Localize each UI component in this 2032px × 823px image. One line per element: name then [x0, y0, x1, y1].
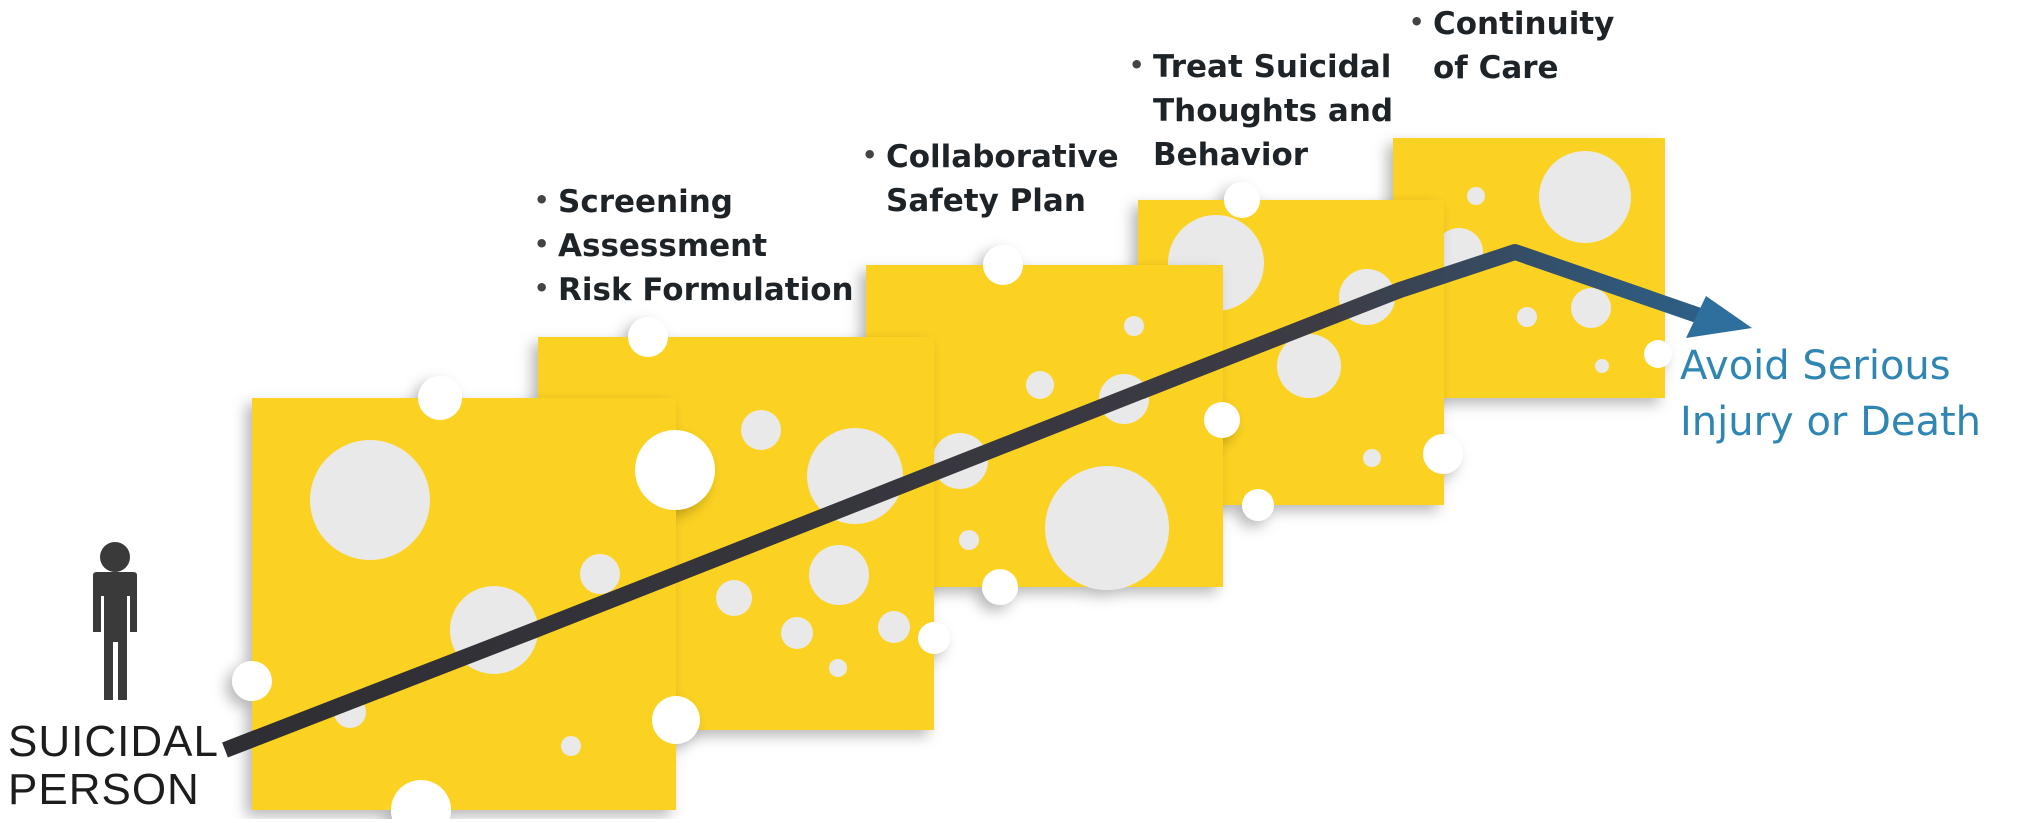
- bullet-text-cont: of Care: [1433, 50, 1559, 86]
- bullet-item: • Continuity of Care: [1405, 2, 1614, 90]
- bullet-text: Collaborative: [886, 139, 1119, 175]
- bullet-item: • Screening: [530, 180, 854, 224]
- outcome-label: Avoid Serious Injury or Death: [1680, 338, 1981, 450]
- bullet-text-cont: Safety Plan: [886, 183, 1086, 219]
- layer-4-bullets: • Continuity of Care: [1405, 2, 1614, 90]
- bullet-text-cont: Behavior: [1153, 137, 1309, 173]
- cheese-slice-5: [1393, 138, 1672, 398]
- bullet-item: • Collaborative Safety Plan: [858, 135, 1119, 223]
- bullet-dot: •: [534, 274, 550, 302]
- bullet-text: Assessment: [558, 228, 768, 264]
- subject-label: SUICIDAL PERSON: [8, 718, 219, 814]
- bullet-text: Treat Suicidal: [1153, 49, 1392, 85]
- bullet-dot: •: [534, 230, 550, 258]
- layer-3-label: • Treat Suicidal Thoughts and Behavior: [1125, 45, 1393, 177]
- bullet-dot: •: [534, 186, 550, 214]
- bullet-item: • Risk Formulation: [530, 268, 854, 312]
- bullet-dot: •: [1129, 51, 1145, 79]
- layer-3-bullets: • Treat Suicidal Thoughts and Behavior: [1125, 45, 1393, 177]
- bullet-text: Continuity: [1433, 6, 1615, 42]
- layer-4-label: • Continuity of Care: [1405, 2, 1614, 90]
- layer-1-bullets: • Screening • Assessment • Risk Formulation: [530, 180, 854, 312]
- bullet-dot: •: [1409, 8, 1425, 36]
- arrow-icon: [1686, 296, 1752, 338]
- trajectory-path: [222, 244, 1703, 758]
- bullet-text-cont: Thoughts and: [1153, 93, 1394, 129]
- layer-1-label: • Screening • Assessment • Risk Formulation: [530, 180, 854, 312]
- bullet-text: Screening: [558, 184, 733, 220]
- subject-label-line-2: PERSON: [8, 765, 200, 814]
- cheese-slice-1: [232, 376, 715, 823]
- bullet-text: Risk Formulation: [558, 272, 854, 308]
- outcome-label-line-1: Avoid Serious: [1680, 343, 1951, 389]
- bullet-item: • Assessment: [530, 224, 854, 268]
- outcome-label-line-2: Injury or Death: [1680, 399, 1982, 445]
- layer-2-label: • Collaborative Safety Plan: [858, 135, 1119, 223]
- person-icon: [93, 542, 137, 700]
- bullet-dot: •: [862, 141, 878, 169]
- subject-label-line-1: SUICIDAL: [8, 717, 219, 766]
- bullet-item: • Treat Suicidal Thoughts and Behavior: [1125, 45, 1393, 177]
- layer-2-bullets: • Collaborative Safety Plan: [858, 135, 1119, 223]
